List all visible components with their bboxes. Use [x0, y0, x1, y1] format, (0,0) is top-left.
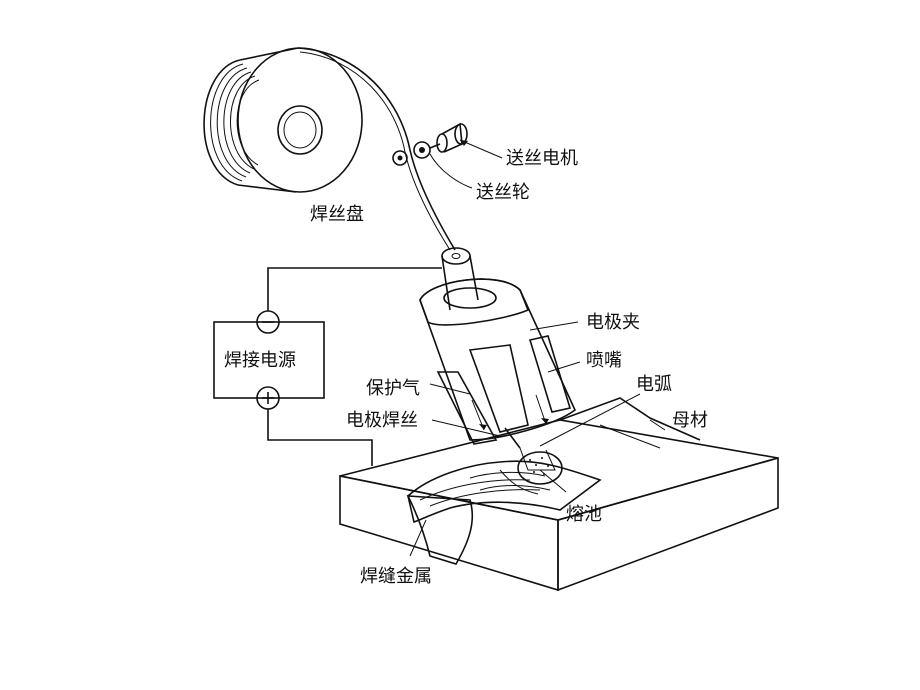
label-weld-pool: 熔池	[566, 504, 602, 525]
label-shield-gas: 保护气	[366, 378, 420, 399]
leader-lines	[409, 139, 666, 557]
weld-bead	[406, 460, 602, 565]
cable-negative	[267, 267, 442, 311]
reel-hub	[277, 105, 323, 155]
label-weld-metal: 焊缝金属	[360, 566, 432, 587]
label-base-metal: 母材	[672, 410, 708, 431]
torch-body	[419, 278, 576, 441]
feed-motor	[429, 122, 468, 153]
label-wire-reel: 焊丝盘	[310, 204, 364, 225]
label-electrode-holder: 电极夹	[586, 312, 640, 333]
welding-torch	[419, 247, 576, 449]
label-arc: 电弧	[636, 374, 672, 395]
cable-positive	[267, 409, 373, 466]
label-electrode-wire: 电极焊丝	[346, 410, 418, 431]
label-nozzle: 喷嘴	[586, 350, 622, 371]
feed-rollers	[392, 141, 431, 166]
wire-path	[297, 47, 456, 251]
wire-reel	[203, 47, 363, 193]
base-metal	[339, 397, 779, 592]
label-feed-roller: 送丝轮	[476, 182, 530, 203]
label-feed-motor: 送丝电机	[506, 148, 578, 169]
label-power-source: 焊接电源	[224, 350, 296, 371]
